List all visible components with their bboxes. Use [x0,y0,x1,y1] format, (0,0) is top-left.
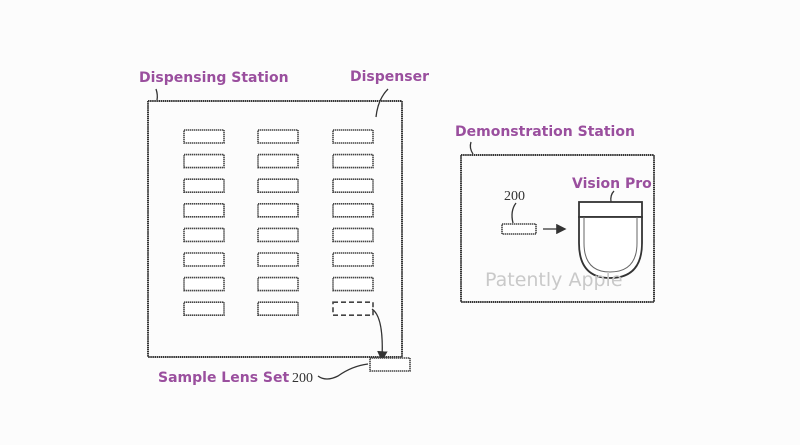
lens-slot [183,203,225,218]
lens-slot [332,227,374,243]
empty-lens-slot [332,301,374,317]
lens-slot [257,227,299,243]
dispensing-station-box [147,100,403,358]
lens-slot [183,227,225,243]
lens-slot [332,178,374,193]
demonstration-station-leader [469,141,474,155]
dispense-arrow [371,308,388,362]
lens-slot [257,153,299,169]
watermark: Patently Apple [485,269,623,291]
dispensing-station-label: Dispensing Station [139,70,289,86]
lens-slot [183,153,225,169]
dispenser-grid [183,129,374,317]
lens-slot [183,178,225,193]
sample-lens-set-label: Sample Lens Set [158,370,289,386]
lens-slot [257,301,299,317]
lens-slot [183,301,225,317]
lens-set-demo [501,223,537,235]
lens-slot [332,153,374,169]
lens-slot [332,129,374,144]
sample-lens-set [369,357,411,372]
vision-pro-leader [610,190,615,203]
lens-slot [257,203,299,218]
dispensing-station-leader [155,88,158,101]
lens-slot [332,203,374,218]
sample-lens-leader [317,363,369,380]
dispenser-leader [375,88,389,118]
lens-slot [257,178,299,193]
lens-slot [183,276,225,292]
lens-slot [332,276,374,292]
ref-200-bottom: 200 [292,371,313,386]
ref-200-demo-leader [511,202,517,224]
lens-slot [257,276,299,292]
lens-slot [332,252,374,267]
lens-slot [183,252,225,267]
vision-pro-label: Vision Pro [572,176,652,192]
vision-pro-device [578,201,643,279]
lens-slot [257,129,299,144]
ref-200-demo: 200 [504,189,525,204]
dispenser-label: Dispenser [350,69,429,85]
demonstration-station-label: Demonstration Station [455,124,635,140]
lens-slot [183,129,225,144]
lens-slot [257,252,299,267]
